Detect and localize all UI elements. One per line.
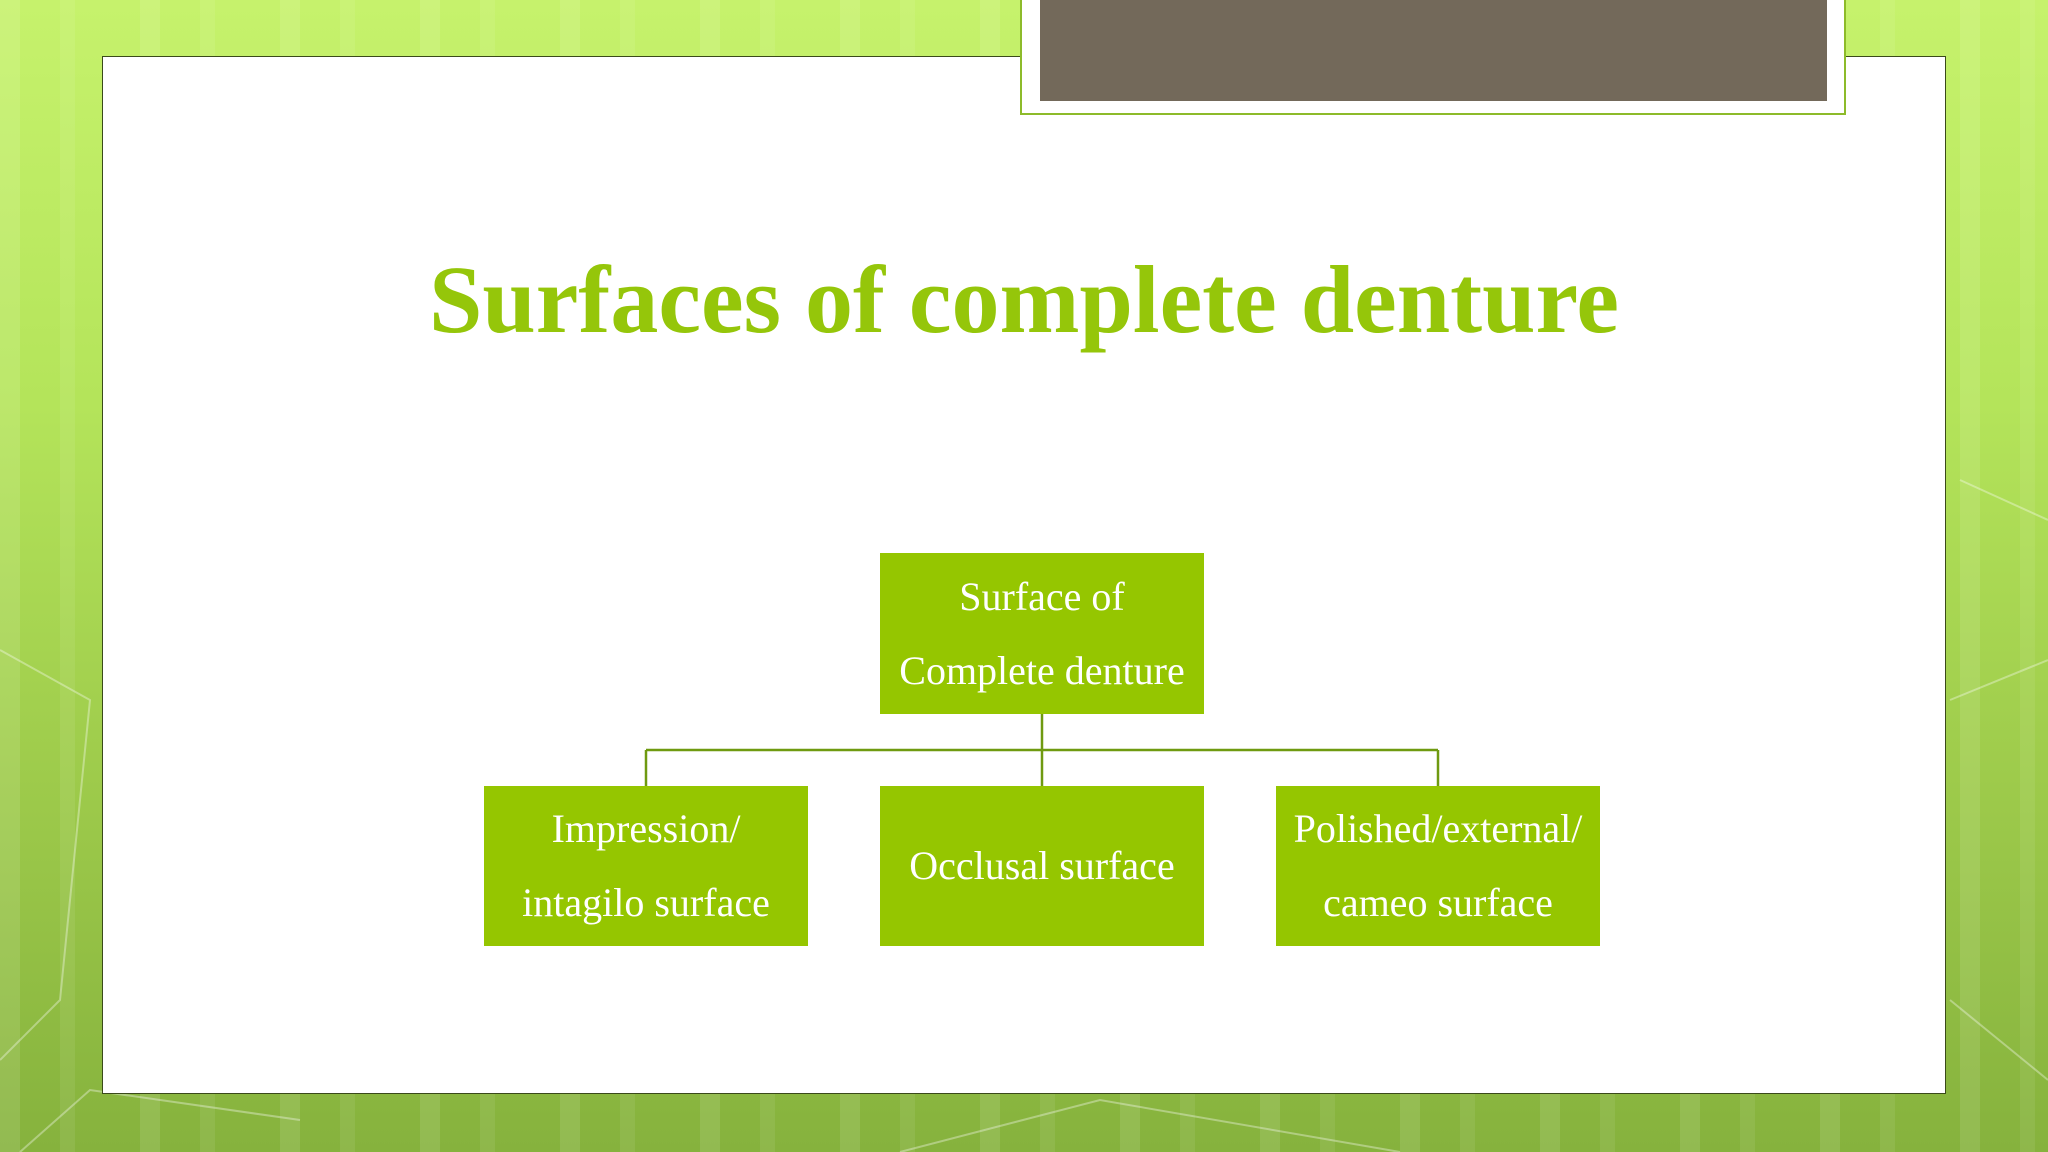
node-impression-surface: Impression/ intagilo surface [484, 786, 808, 946]
title-tab [1040, 0, 1827, 101]
node-polished-surface: Polished/external/ cameo surface [1276, 786, 1600, 946]
node-impression-line-1: Impression/ [551, 806, 741, 851]
node-root-line-1: Surface of [959, 573, 1125, 619]
page-title: Surfaces of complete denture [429, 246, 1619, 353]
node-root-line-2: Complete denture [899, 647, 1185, 693]
node-root: Surface of Complete denture [880, 553, 1204, 714]
node-polished-line-1: Polished/external/ [1293, 806, 1583, 851]
node-polished-line-2: cameo surface [1323, 880, 1553, 925]
node-occlusal-surface: Occlusal surface [880, 786, 1204, 946]
node-occlusal-line-1: Occlusal surface [909, 843, 1175, 888]
node-impression-line-2: intagilo surface [522, 880, 770, 925]
